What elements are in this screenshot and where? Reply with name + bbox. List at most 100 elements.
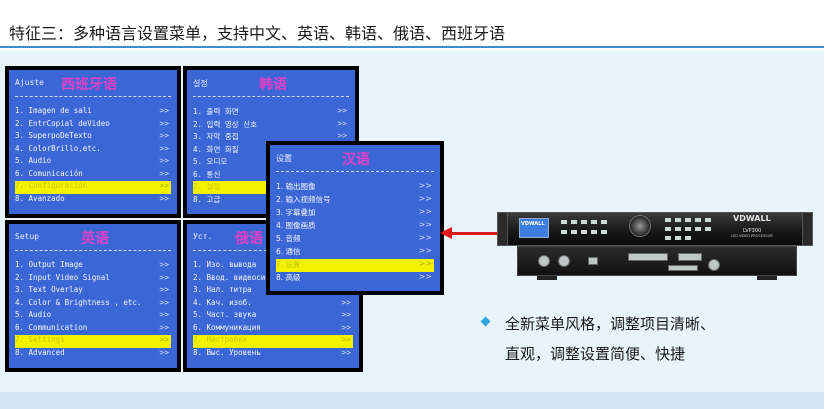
device-brand-logo: VDWALL xyxy=(733,214,771,223)
port xyxy=(668,265,698,271)
device-button[interactable] xyxy=(685,227,691,231)
device-lcd xyxy=(519,218,549,238)
chevron-right-icon: >> xyxy=(159,347,169,357)
menu-item[interactable]: 6. Коммуникация>> xyxy=(193,323,353,336)
english-menu-panel: Setup 英语 1. Output Image>> 2. Input Vide… xyxy=(5,220,181,372)
menu-item[interactable]: 3. SuperpoDeTexto>> xyxy=(15,131,171,144)
device-button[interactable] xyxy=(601,230,607,234)
device-button[interactable] xyxy=(665,218,671,222)
device-button[interactable] xyxy=(591,230,597,234)
menu-item[interactable]: 5. 音频>> xyxy=(276,233,434,246)
menu-item-label: 6. 통신 xyxy=(193,169,221,179)
menu-item-label: 3. 자막 중첩 xyxy=(193,132,239,141)
menu-item[interactable]: 3. 자막 중첩>> xyxy=(193,131,349,144)
device-button[interactable] xyxy=(675,227,681,231)
device-button[interactable] xyxy=(581,220,587,224)
chevron-right-icon: >> xyxy=(341,297,351,307)
menu-item[interactable]: 1. 输出图像>> xyxy=(276,181,434,194)
device-knob[interactable] xyxy=(629,215,651,237)
menu-item-label: 8. 高级 xyxy=(276,273,301,282)
chevron-right-icon: >> xyxy=(418,246,432,255)
device-button[interactable] xyxy=(705,227,711,231)
device-button[interactable] xyxy=(685,236,691,240)
menu-item[interactable]: 5. Audio>> xyxy=(15,310,171,323)
feature-text-line-2: 直观，调整设置简便、快捷 xyxy=(505,345,686,363)
menu-item-label: 6. Comunicación xyxy=(15,168,83,178)
menu-item-label: 7. Settings xyxy=(15,335,65,344)
device-front-panel xyxy=(507,212,803,246)
menu-item[interactable]: 4. 图像画质>> xyxy=(276,220,434,233)
menu-item-selected[interactable]: 7. 设置>> xyxy=(276,259,434,272)
menu-item-selected[interactable]: 7. Настройки>> xyxy=(193,335,353,348)
menu-list: 1. 输出图像>> 2. 输入视频信号>> 3. 字幕叠加>> 4. 图像画质>… xyxy=(276,181,434,285)
chevron-right-icon: >> xyxy=(418,233,432,242)
language-title: 汉语 xyxy=(342,152,370,168)
menu-item[interactable]: 5. Част. звука >> xyxy=(193,310,353,323)
menu-item[interactable]: 5. Audio>> xyxy=(15,156,171,169)
menu-item[interactable]: 1. Imagen de sali>> xyxy=(15,106,171,119)
menu-item[interactable]: 6. Communication>> xyxy=(15,323,171,336)
device-button[interactable] xyxy=(571,230,577,234)
menu-item-selected[interactable]: 7. Settings>> xyxy=(15,335,171,348)
device-foot xyxy=(537,276,557,280)
menu-item[interactable]: 4. Color & Brightness , etc.>> xyxy=(15,298,171,311)
device-button[interactable] xyxy=(591,220,597,224)
header-divider xyxy=(0,46,824,48)
menu-item-label: 3. Text Overlay xyxy=(15,285,83,294)
device-button[interactable] xyxy=(561,230,567,234)
device-button[interactable] xyxy=(675,218,681,222)
menu-header: Уст. xyxy=(193,232,213,241)
device-button[interactable] xyxy=(705,218,711,222)
menu-item[interactable]: 2. EntrCopial deVideo>> xyxy=(15,119,171,132)
menu-item[interactable]: 3. Text Overlay>> xyxy=(15,285,171,298)
device-button[interactable] xyxy=(685,218,691,222)
menu-item-label: 3. SuperpoDeTexto xyxy=(15,131,92,140)
feature-text-line-1: 全新菜单风格，调整项目清晰、 xyxy=(505,315,716,333)
chevron-right-icon: >> xyxy=(159,260,169,269)
menu-item[interactable]: 8. Avanzado>> xyxy=(15,194,171,207)
device-button[interactable] xyxy=(581,230,587,234)
menu-item[interactable]: 3. 字幕叠加>> xyxy=(276,207,434,220)
device-button[interactable] xyxy=(665,227,671,231)
device-button[interactable] xyxy=(695,218,701,222)
device-button[interactable] xyxy=(601,220,607,224)
page-title: 特征三：多种语言设置菜单，支持中文、英语、韩语、俄语、西班牙语 xyxy=(9,24,506,43)
chevron-right-icon: >> xyxy=(159,272,169,282)
port xyxy=(678,253,702,261)
menu-item-selected[interactable]: 7. Configuración>> xyxy=(15,181,171,194)
device-button[interactable] xyxy=(675,236,681,240)
menu-item[interactable]: 1. Output Image >> xyxy=(15,260,171,273)
menu-item[interactable]: 2. 输入视频信号>> xyxy=(276,194,434,207)
menu-item-label: 4. 화면 화질 xyxy=(193,144,239,154)
menu-item-label: 3. Нал. титра xyxy=(193,285,252,294)
menu-item-label: 4. 图像画质 xyxy=(276,221,316,230)
device-button[interactable] xyxy=(695,227,701,231)
menu-item[interactable]: 6. 通信>> xyxy=(276,246,434,259)
menu-item[interactable]: 8. Выс. Уровень>> xyxy=(193,348,353,361)
footer-band xyxy=(0,392,824,409)
menu-item[interactable]: 1. 출력 화면>> xyxy=(193,106,349,119)
device-button[interactable] xyxy=(665,236,671,240)
menu-screen: 设置 汉语 1. 输出图像>> 2. 输入视频信号>> 3. 字幕叠加>> 4.… xyxy=(270,145,440,291)
menu-header: Ajuste xyxy=(15,78,44,87)
menu-item-label: 7. 설정 xyxy=(193,182,221,191)
menu-item[interactable]: 4. Кач. изоб.>> xyxy=(193,298,353,311)
menu-item[interactable]: 2. 입력 영상 신호>> xyxy=(193,119,349,132)
menu-item[interactable]: 8. 高级>> xyxy=(276,272,434,285)
device-model-subtitle: LED VIDEO PROCESSOR xyxy=(731,234,773,238)
spanish-menu-panel: Ajuste 西班牙语 1. Imagen de sali>> 2. EntrC… xyxy=(5,66,181,218)
chevron-right-icon: >> xyxy=(418,207,432,216)
device-button[interactable] xyxy=(571,220,577,224)
menu-header: 설정 xyxy=(193,79,208,88)
menu-item[interactable]: 8. Advanced>> xyxy=(15,348,171,361)
menu-item[interactable]: 6. Comunicación>> xyxy=(15,169,171,182)
chevron-right-icon: >> xyxy=(341,310,351,319)
language-title: 英语 xyxy=(81,231,109,247)
menu-item-label: 1. Output Image xyxy=(15,260,83,269)
menu-item-label: 5. Част. звука xyxy=(193,310,257,319)
menu-item[interactable]: 4. ColorBrillo,etc.>> xyxy=(15,144,171,157)
port xyxy=(708,259,720,271)
menu-item[interactable]: 2. Input Video Signal>> xyxy=(15,273,171,286)
device-button[interactable] xyxy=(561,220,567,224)
menu-item-label: 2. 입력 영상 신호 xyxy=(193,119,257,129)
